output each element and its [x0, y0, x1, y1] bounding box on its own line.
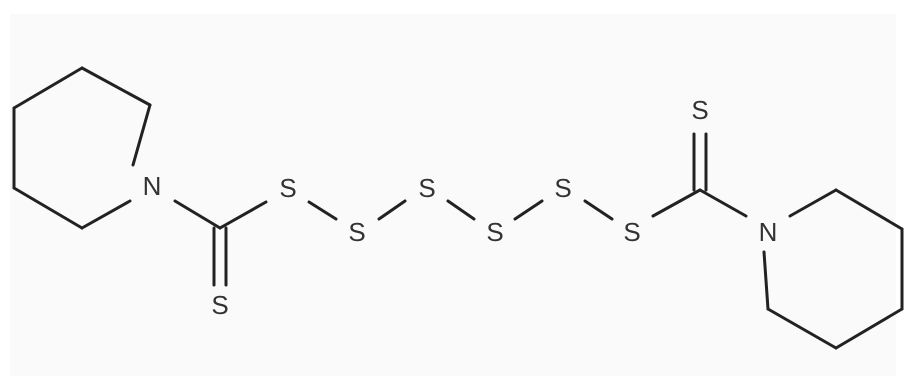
atom-label-s-thione-left: S: [211, 290, 228, 320]
bond-s3-s4: [446, 199, 476, 221]
bond-c-n-right: [698, 188, 748, 218]
bond-ring-left-3: [12, 66, 84, 110]
diagram-background: [10, 14, 896, 376]
atom-label-n-right: N: [759, 217, 778, 247]
bond-ring-right-1: [788, 188, 838, 218]
bond-s6-c: [651, 188, 702, 218]
atom-label-s3: S: [418, 173, 435, 203]
bond-ring-left-6: [80, 199, 132, 230]
atom-label-n-left: N: [143, 171, 162, 201]
bond-ring-left-5: [12, 186, 84, 230]
bond-ring-right-5: [766, 307, 838, 350]
right-piperidine-ring: [762, 188, 904, 350]
left-piperidine-ring: [12, 66, 152, 230]
atom-label-s2: S: [348, 217, 365, 247]
bond-n-c-left: [173, 199, 222, 230]
bond-ring-right-4: [834, 307, 904, 350]
atom-label-s5: S: [554, 173, 571, 203]
bond-s4-s5: [513, 199, 544, 221]
atom-label-s6: S: [623, 217, 640, 247]
bond-s2-s3: [377, 199, 407, 221]
bond-c-s1: [218, 200, 268, 230]
bond-ring-right-2: [834, 188, 904, 231]
atom-label-s4: S: [486, 217, 503, 247]
bond-s1-s2: [307, 200, 338, 221]
atom-label-s1: S: [279, 173, 296, 203]
bond-s5-s6: [583, 199, 614, 221]
bond-ring-left-2: [80, 66, 152, 107]
bond-ring-left-1: [131, 103, 152, 167]
bond-ring-right-6: [762, 250, 770, 311]
atom-label-s-thione-right: S: [691, 95, 708, 125]
